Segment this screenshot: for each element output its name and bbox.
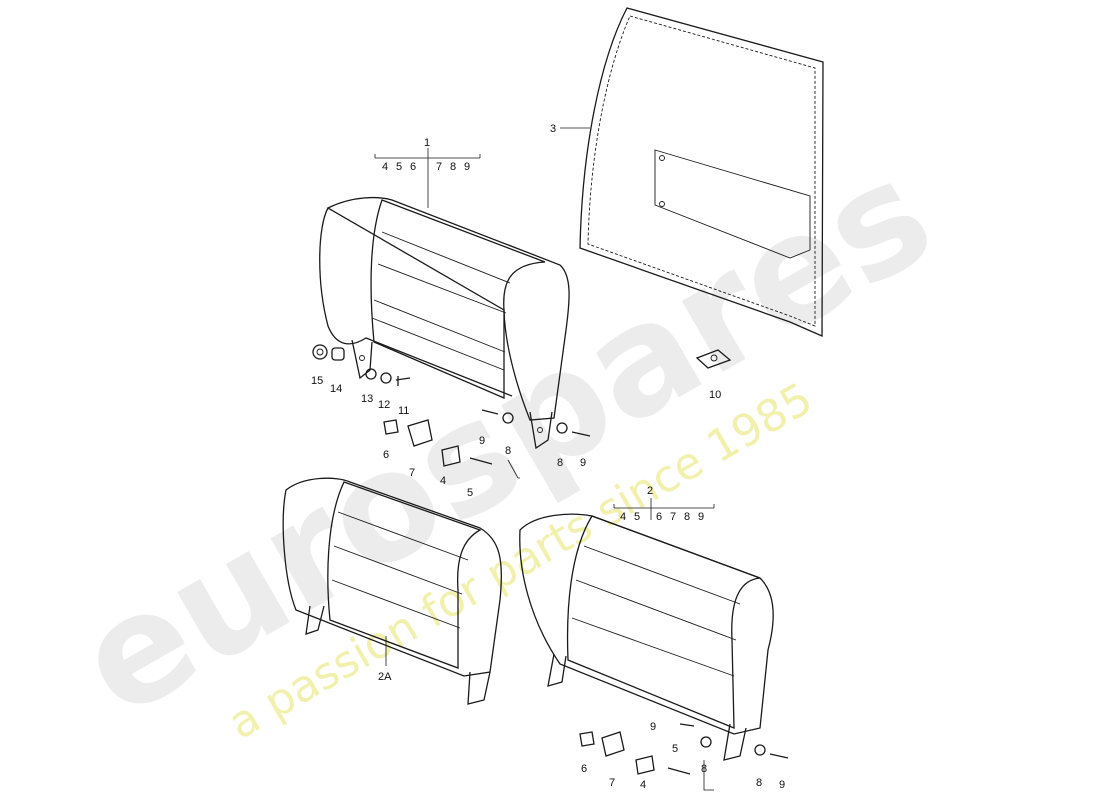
callout-upper: 7 [409, 467, 415, 479]
washer-part-14 [331, 347, 345, 361]
watermark-brand: eurospares [51, 126, 959, 751]
callout-group2-sub: 4 [620, 511, 626, 523]
spring-part-4-lower [635, 755, 655, 775]
washer-part-8a [502, 412, 514, 424]
pin-part-6-lower [579, 731, 595, 747]
callout-panel: 3 [550, 123, 556, 135]
backrest-lower-left [282, 477, 503, 705]
callout-upper: 14 [330, 383, 342, 395]
callout-upper: 10 [709, 389, 721, 401]
callout-group2-sub: 9 [698, 511, 704, 523]
screw-part-9a [481, 409, 499, 415]
washer-part-8-lower-a [700, 736, 712, 748]
leader-lines [374, 127, 715, 791]
callout-group1-sub: 9 [464, 161, 470, 173]
callout-group1-sub: 7 [436, 161, 442, 173]
callout-lower: 9 [779, 779, 785, 791]
hardware-upper [312, 344, 591, 467]
panel-part-3 [579, 7, 824, 337]
bolt-part-5 [469, 457, 493, 465]
callout-upper: 9 [580, 457, 586, 469]
spring-part-4 [441, 445, 461, 467]
callouts: 1 4 5 6 7 8 9 3 2 4 5 6 7 8 9 2A 15 14 1… [311, 123, 785, 791]
bolt-part-5-lower [667, 767, 691, 775]
callout-group1-sub: 8 [450, 161, 456, 173]
callout-group2: 2 [647, 485, 653, 497]
callout-upper: 13 [361, 393, 373, 405]
callout-group2-sub: 6 [656, 511, 662, 523]
callout-upper: 9 [479, 435, 485, 447]
callout-group2-sub: 8 [684, 511, 690, 523]
callout-upper: 11 [398, 405, 409, 417]
washer-part-8b [556, 422, 568, 434]
callout-group2-sub: 7 [670, 511, 676, 523]
screw-part-9b [571, 431, 591, 437]
callout-lower: 7 [609, 777, 615, 789]
washer-part-13 [365, 368, 377, 380]
callout-upper: 5 [467, 487, 473, 499]
callout-upper: 15 [311, 375, 323, 387]
screw-part-11 [395, 376, 411, 386]
watermark: eurospares a passion for parts since 198… [51, 126, 959, 751]
callout-upper: 8 [505, 445, 511, 457]
callout-lower: 4 [640, 779, 646, 791]
pin-part-6 [383, 419, 399, 435]
backrest-upper [319, 196, 570, 450]
backrest-lower-right [519, 513, 774, 761]
callout-upper: 8 [557, 457, 563, 469]
bracket-part-7-lower [601, 731, 625, 757]
callout-lower: 8 [756, 777, 762, 789]
callout-lower: 5 [672, 743, 678, 755]
callout-group2-sub: 5 [634, 511, 640, 523]
bushing-part-15 [312, 344, 328, 360]
callout-upper: 6 [383, 449, 389, 461]
washer-part-8-lower-b [754, 744, 766, 756]
hardware-lower [579, 723, 789, 775]
screw-part-9-lower-a [679, 723, 695, 727]
callout-lower: 8 [701, 763, 707, 775]
washer-part-12 [380, 372, 392, 384]
callout-upper: 12 [378, 399, 390, 411]
callout-group1-sub: 5 [396, 161, 402, 173]
callout-group1: 1 [424, 137, 430, 149]
callout-lower: 9 [650, 721, 656, 733]
clip-part-10 [695, 349, 732, 369]
callout-group1-sub: 4 [382, 161, 388, 173]
callout-backrest-variant: 2A [378, 671, 392, 683]
callout-group1-sub: 6 [410, 161, 416, 173]
callout-upper: 4 [440, 475, 446, 487]
screw-part-9-lower-b [769, 753, 789, 759]
bracket-part-7 [407, 419, 433, 447]
callout-lower: 6 [581, 763, 587, 775]
